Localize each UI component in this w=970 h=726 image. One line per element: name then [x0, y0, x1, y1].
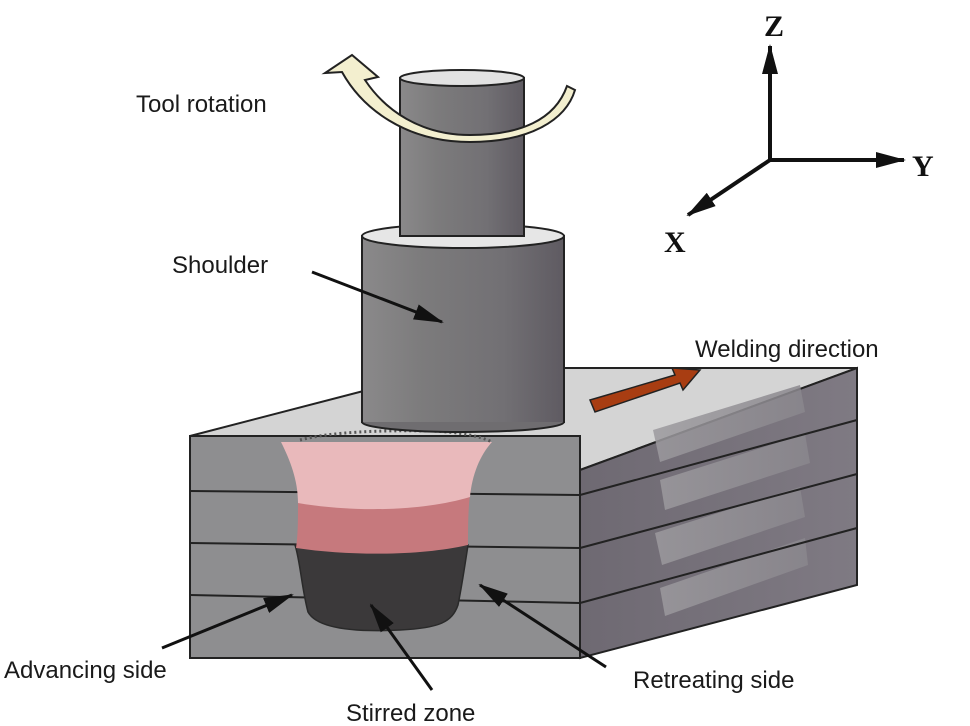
welding-tool: [361, 69, 565, 433]
plate-side-highlight: [655, 487, 805, 565]
stirred-zone-label: Stirred zone: [346, 700, 475, 726]
layer-line: [579, 527, 858, 604]
shoulder-label: Shoulder: [172, 252, 268, 279]
stirred-zone-region: [293, 544, 469, 632]
layer-line: [579, 419, 858, 496]
advancing-side-pointer-arrow: [161, 593, 294, 650]
upper-zone-region: [281, 442, 492, 510]
plate-side-highlight: [660, 434, 810, 510]
tool-rotation-label: Tool rotation: [136, 91, 267, 118]
plate-side-highlight: [660, 538, 808, 616]
stirred-zone-pointer-arrow: [369, 603, 434, 691]
layer-line: [579, 473, 858, 549]
middle-zone-region: [296, 495, 470, 554]
coordinate-axes: Z Y X: [664, 10, 934, 259]
welding-direction-label: Welding direction: [695, 336, 879, 363]
advancing-side-label: Advancing side: [4, 657, 167, 684]
y-axis-label: Y: [912, 150, 934, 183]
retreating-side-pointer-arrow: [478, 583, 607, 669]
rotation-arrow-icon: [321, 53, 577, 144]
x-axis-label: X: [664, 226, 686, 259]
x-axis-icon: [686, 158, 772, 217]
plate-side-highlight: [653, 385, 805, 462]
tool-body: [399, 77, 525, 237]
shoulder-pointer-arrow: [311, 270, 444, 324]
weld-zones: [281, 429, 493, 632]
retreating-side-label: Retreating side: [633, 667, 794, 694]
weld-ripples: [299, 429, 493, 444]
z-axis-label: Z: [764, 10, 784, 43]
welding-direction-arrow-icon: [588, 367, 702, 413]
tool-body-top: [399, 69, 525, 87]
